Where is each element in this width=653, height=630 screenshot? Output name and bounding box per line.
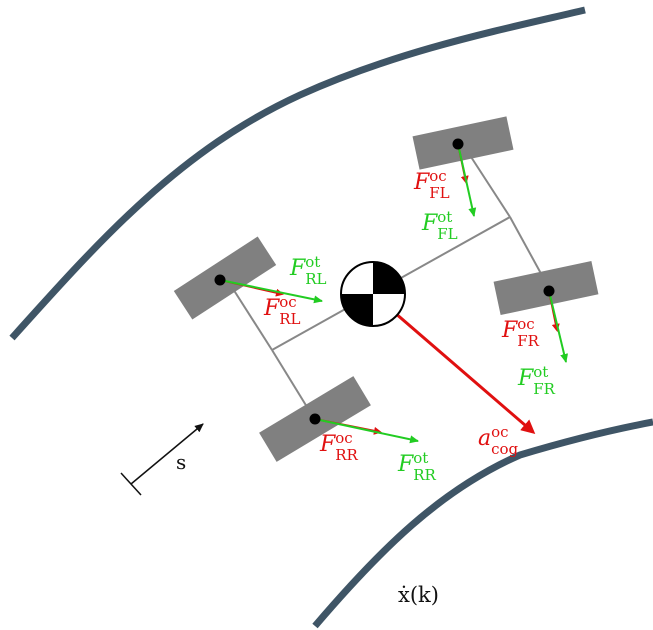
wheel-center-rr [309,413,321,425]
wheel-center-fr [543,285,555,297]
force-rr-ot-arrow [314,418,419,444]
s-axis-indicator [120,423,204,496]
force-fr-ot-arrow [548,290,569,363]
wheel-center-fl [452,138,464,150]
acceleration-cog-arrow [372,292,536,434]
force-fl-ot-arrow [457,143,477,217]
label-trajectory: ẋ(k) [398,583,439,607]
road-boundary-outer [9,6,586,341]
force-rl-ot-arrow [219,279,323,304]
center-of-gravity-icon [340,261,406,327]
road-boundary-inner [312,418,653,629]
wheel-center-rl [214,274,226,286]
label-s-axis: s [176,450,187,474]
